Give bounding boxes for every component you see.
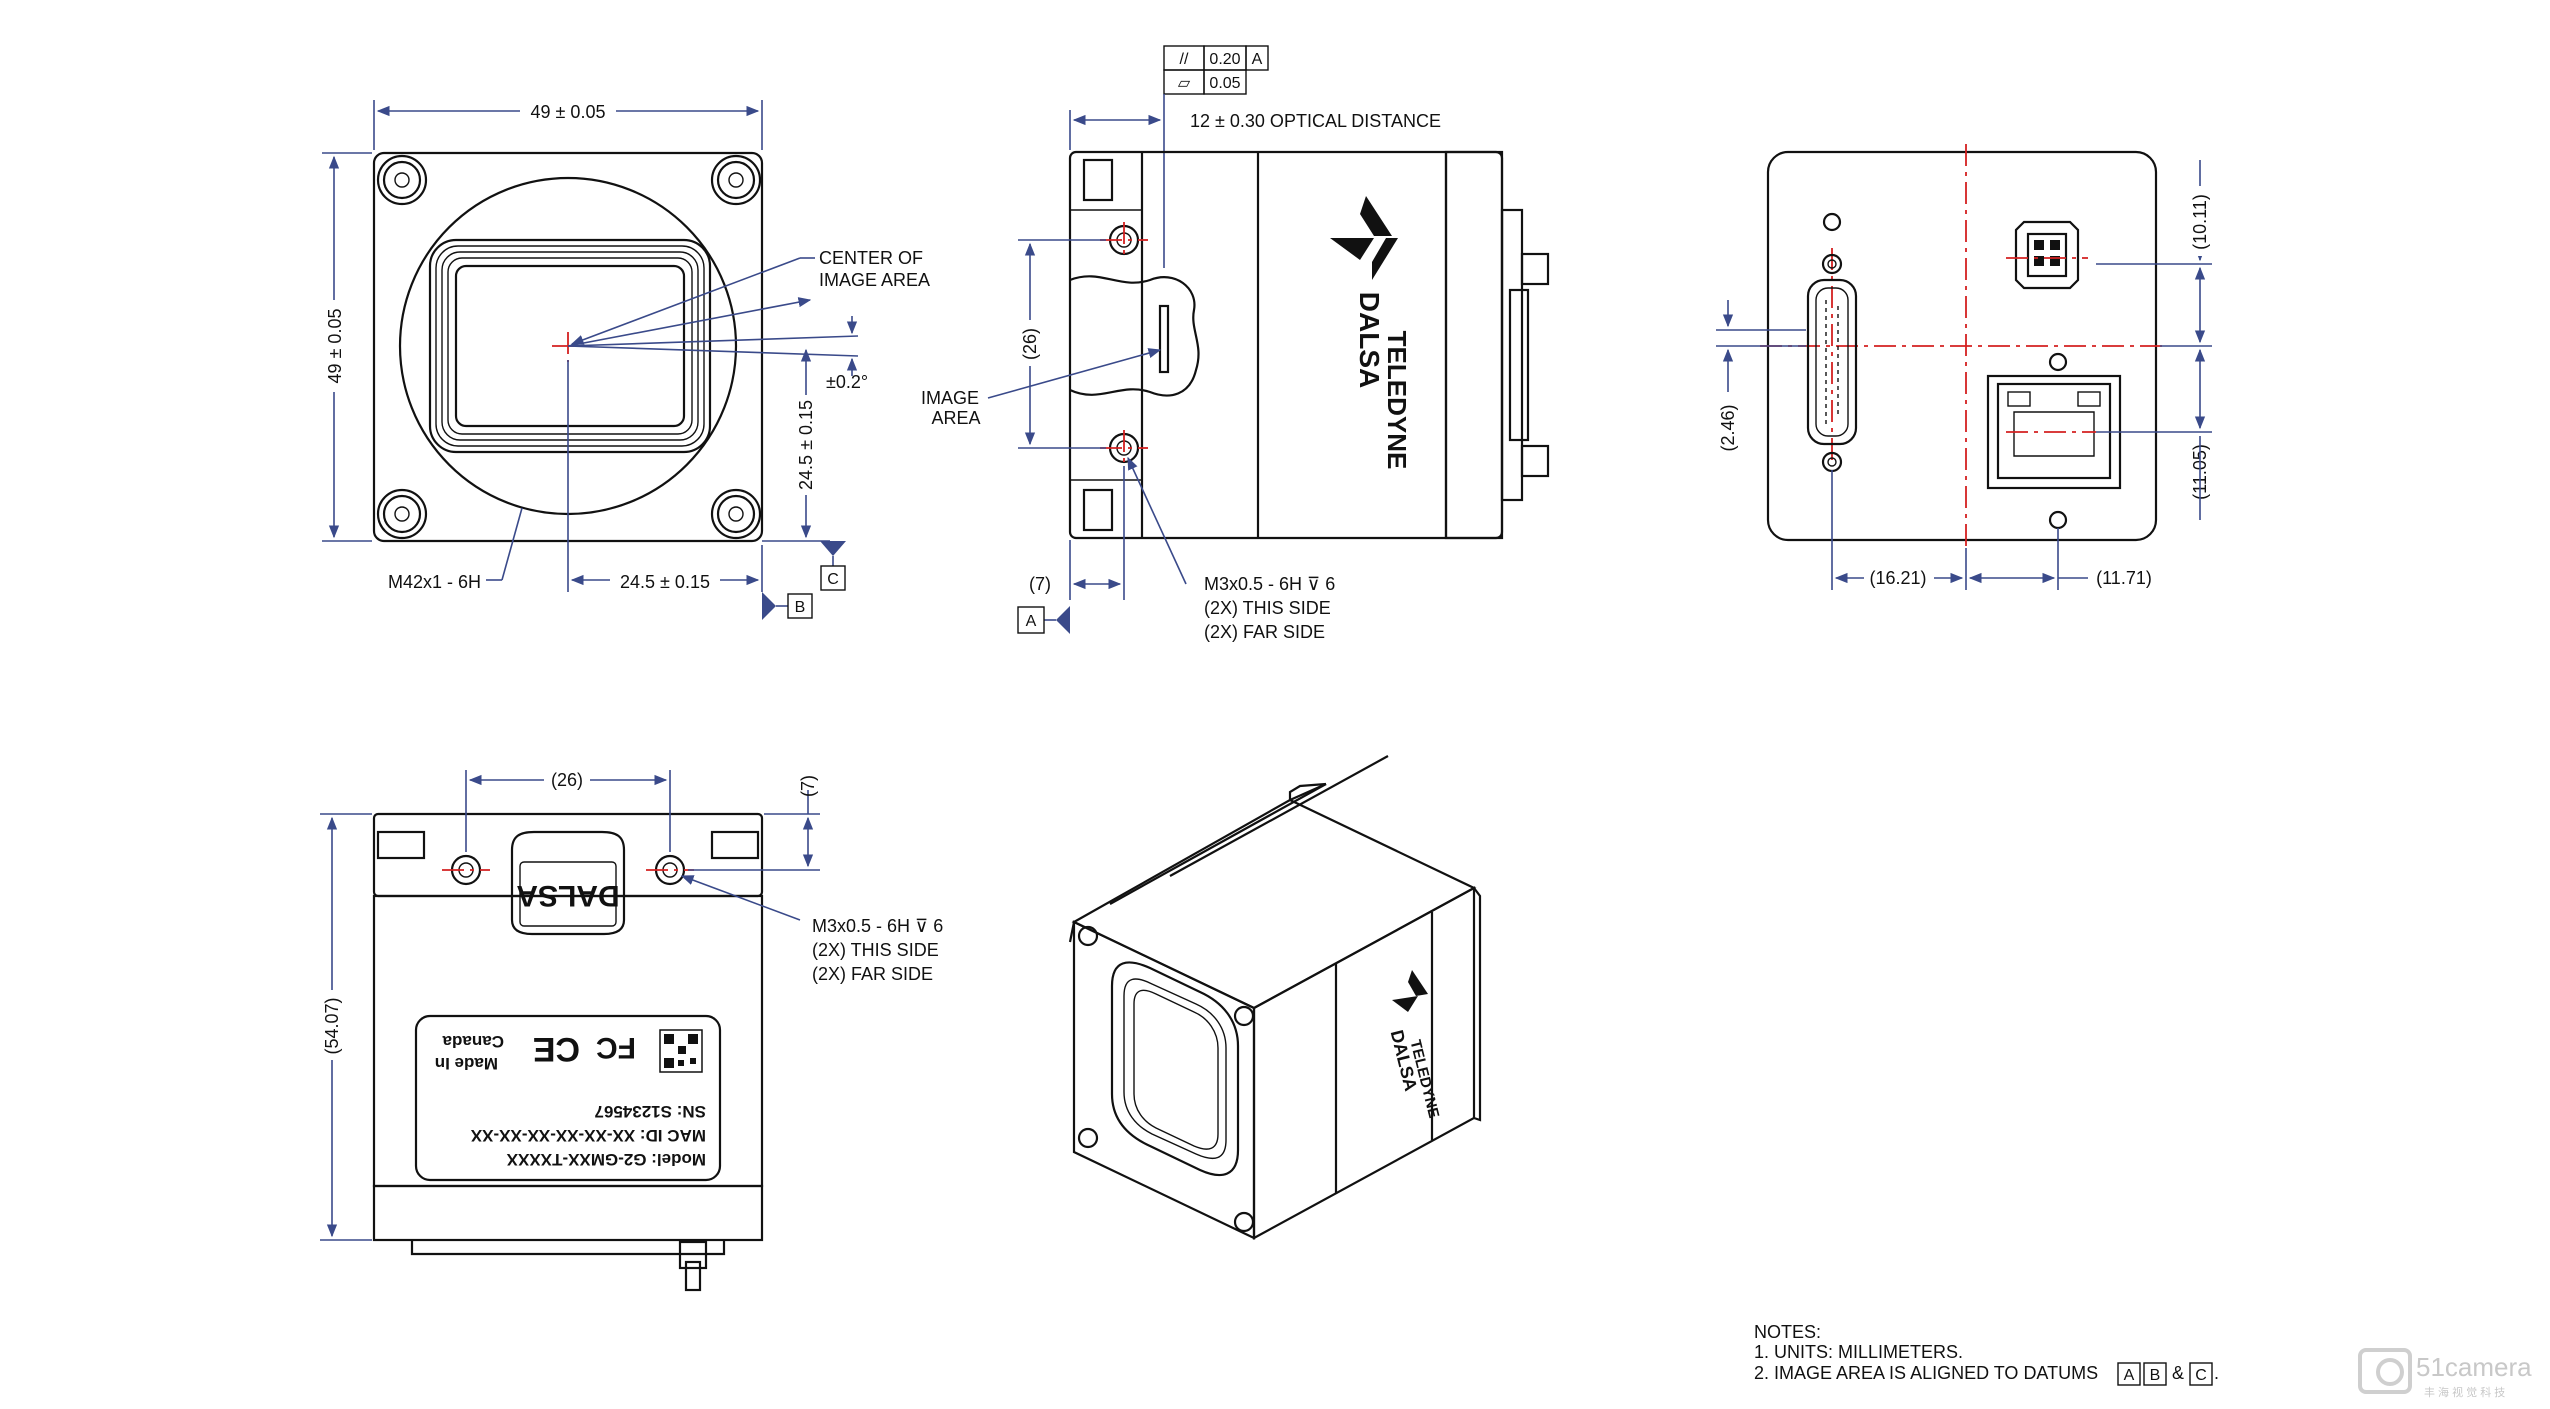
top-hole-note-3: (2X) FAR SIDE <box>812 964 933 984</box>
image-area-label-1: IMAGE <box>921 388 979 408</box>
notes-line-1: 1. UNITS: MILLIMETERS. <box>1754 1342 1963 1362</box>
notes-period: . <box>2214 1363 2219 1383</box>
top-hole-note-1: M3x0.5 - 6H ⊽ 6 <box>812 916 943 936</box>
teledyne-logo-icon <box>1330 196 1398 280</box>
label-mac: MAC ID: XX-XX-XX-XX-XX-XX <box>470 1126 706 1145</box>
parallelism-symbol: // <box>1180 51 1189 68</box>
label-made-in: Made In <box>435 1054 498 1073</box>
top-hole-spacing: (26) <box>551 770 583 790</box>
rear-dim-bottom-left: (16.21) <box>1869 568 1926 588</box>
label-country: Canada <box>442 1032 504 1051</box>
notes: NOTES: 1. UNITS: MILLIMETERS. 2. IMAGE A… <box>1754 1322 2219 1386</box>
top-length: (54.07) <box>322 997 342 1054</box>
watermark-sub: 丰 海 视 觉 科 技 <box>2424 1385 2505 1399</box>
top-hole-note-2: (2X) THIS SIDE <box>812 940 939 960</box>
rear-view: (10.11) (11.05) (2.46) (16.21) (11.71) <box>1714 144 2212 590</box>
ce-mark: CE <box>533 1030 580 1068</box>
notes-datum-b: B <box>2150 1367 2161 1384</box>
qr-code-icon <box>659 1029 703 1073</box>
fc-mark: FC <box>596 1031 636 1064</box>
side-view: // 0.20 A ▱ 0.05 12 ± 0.30 OPTICAL DISTA… <box>921 45 1550 642</box>
front-view: 49 ± 0.05 49 ± 0.05 24.5 ± 0.15 24.5 ± 0… <box>322 100 930 620</box>
corner-screw-icon <box>376 154 762 540</box>
label-sn: SN: S1234567 <box>594 1102 706 1121</box>
notes-datum-a: A <box>2124 1367 2135 1384</box>
rear-dim-left: (2.46) <box>1718 404 1738 451</box>
front-horizontal-offset: 24.5 ± 0.15 <box>620 572 710 592</box>
notes-title: NOTES: <box>1754 1322 1821 1342</box>
side-hole-spacing: (26) <box>1020 328 1040 360</box>
watermark-logo-icon <box>2358 1348 2412 1394</box>
front-width-dim: 49 ± 0.05 <box>531 102 606 122</box>
flatness-tol: 0.05 <box>1209 75 1240 92</box>
datum-c: C <box>827 571 839 588</box>
front-vertical-offset: 24.5 ± 0.15 <box>796 400 816 490</box>
watermark: 51camera 丰 海 视 觉 科 技 <box>2358 1348 2532 1399</box>
sensor-area <box>428 238 712 454</box>
side-hole-note-2: (2X) THIS SIDE <box>1204 598 1331 618</box>
side-hole-note-1: M3x0.5 - 6H ⊽ 6 <box>1204 574 1335 594</box>
top-view: DALSA Model: G2-GMXX-TXXXX MAC ID: XX-XX… <box>320 768 943 1292</box>
parallelism-datum: A <box>1252 51 1263 68</box>
side-edge-offset: (7) <box>1029 574 1051 594</box>
angle-tolerance: ±0.2° <box>826 372 868 392</box>
label-model: Model: G2-GMXX-TXXXX <box>506 1150 706 1169</box>
notes-line-2: 2. IMAGE AREA IS ALIGNED TO DATUMS <box>1754 1363 2098 1383</box>
side-hole-note-3: (2X) FAR SIDE <box>1204 622 1325 642</box>
notes-datum-c: C <box>2195 1367 2207 1384</box>
center-label-2: IMAGE AREA <box>819 270 930 290</box>
side-brand-dalsa: DALSA <box>1354 292 1385 388</box>
side-brand-teledyne: TELEDYNE <box>1382 331 1412 470</box>
notes-amp: & <box>2172 1363 2184 1383</box>
rear-dim-bottom-mid: (11.71) <box>2096 568 2152 588</box>
front-height-dim: 49 ± 0.05 <box>325 309 345 384</box>
thread-label: M42x1 - 6H <box>388 572 481 592</box>
iso-teledyne-logo-icon <box>1392 970 1428 1012</box>
rear-dim-top-right: (10.11) <box>2190 194 2210 250</box>
parallelism-tol: 0.20 <box>1209 51 1240 68</box>
flatness-symbol: ▱ <box>1178 75 1191 92</box>
top-dalsa-logo: DALSA <box>516 879 619 912</box>
image-area-label-2: AREA <box>931 408 980 428</box>
watermark-brand: 51camera <box>2416 1352 2532 1382</box>
power-connector-icon <box>2014 220 2080 290</box>
top-edge-offset: (7) <box>798 775 818 797</box>
isometric-view: DALSA TELEDYNE <box>1068 755 1482 1240</box>
dalsa-badge: DALSA <box>510 830 626 936</box>
datum-b: B <box>795 599 806 616</box>
optical-distance: 12 ± 0.30 OPTICAL DISTANCE <box>1190 111 1441 131</box>
product-label <box>414 1014 722 1182</box>
datum-a: A <box>1026 613 1037 630</box>
center-label-1: CENTER OF <box>819 248 923 268</box>
